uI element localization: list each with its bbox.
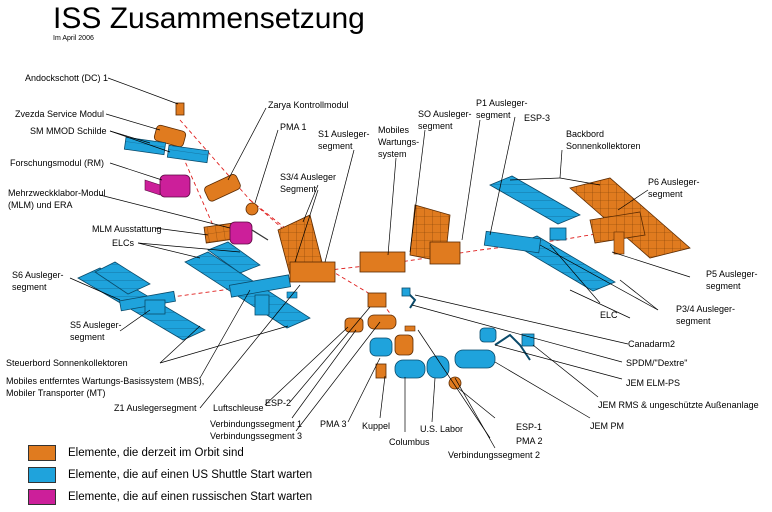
label-p6-2: segment	[648, 189, 683, 199]
label-mobiles-1: Mobiles	[378, 125, 410, 135]
labels: Andockschott (DC) 1 Zvezda Service Modul…	[6, 73, 759, 460]
leader-lines	[69, 77, 691, 449]
label-zvezda: Zvezda Service Modul	[15, 109, 104, 119]
label-p1-1: P1 Ausleger-	[476, 98, 528, 108]
label-us-labor: U.S. Labor	[420, 424, 463, 434]
label-kuppel: Kuppel	[362, 421, 390, 431]
legend-item-orbit: Elemente, die derzeit im Orbit sind	[28, 443, 244, 463]
label-p5-2: segment	[706, 281, 741, 291]
label-s6-2: segment	[12, 282, 47, 292]
legend-label-orbit: Elemente, die derzeit im Orbit sind	[68, 447, 244, 459]
label-verbindung3: Verbindungssegment 3	[210, 431, 302, 441]
label-columbus: Columbus	[389, 437, 430, 447]
label-canadarm2: Canadarm2	[628, 339, 675, 349]
diagram-title: ISS Zusammensetzung	[53, 2, 365, 35]
central-truss	[277, 204, 462, 390]
legend-label-us-shuttle: Elemente, die auf einen US Shuttle Start…	[68, 469, 313, 481]
label-p1-2: segment	[476, 110, 511, 120]
label-andockschott: Andockschott (DC) 1	[25, 73, 108, 83]
diagram-subtitle: Im April 2006	[53, 35, 94, 42]
p6-solar-arrays	[569, 177, 691, 259]
label-elc: ELC	[600, 310, 618, 320]
label-verbindung2: Verbindungssegment 2	[448, 450, 540, 460]
us-modules	[286, 287, 535, 379]
label-s6-1: S6 Ausleger-	[12, 270, 64, 280]
label-s5-2: segment	[70, 332, 105, 342]
label-s1-1: S1 Ausleger-	[318, 129, 370, 139]
label-mbs-2: Mobiler Transporter (MT)	[6, 388, 106, 398]
label-p6-1: P6 Ausleger-	[648, 177, 700, 187]
label-s1-2: segment	[318, 141, 353, 151]
label-z1: Z1 Auslegersegment	[114, 403, 197, 413]
label-elcs: ELCs	[112, 238, 135, 248]
label-esp1: ESP-1	[516, 422, 542, 432]
label-mlm-ausstattung: MLM Ausstattung	[92, 224, 162, 234]
label-backbord-1: Backbord	[566, 129, 604, 139]
label-backbord-2: Sonnenkollektoren	[566, 141, 641, 151]
label-sm-mmod: SM MMOD Schilde	[30, 126, 107, 136]
legend-swatch-russian	[28, 489, 56, 505]
russian-segment	[123, 102, 269, 245]
label-luftschleuse: Luftschleuse	[213, 403, 264, 413]
label-mbs-1: Mobiles entferntes Wartungs-Basissystem …	[6, 376, 204, 386]
label-pma3: PMA 3	[320, 419, 347, 429]
label-so-1: SO Ausleger-	[418, 109, 472, 119]
label-p34-2: segment	[676, 316, 711, 326]
legend-item-us-shuttle: Elemente, die auf einen US Shuttle Start…	[28, 465, 312, 485]
label-mlm-1: Mehrzweckklabor-Modul	[8, 188, 106, 198]
label-zarya: Zarya Kontrollmodul	[268, 100, 349, 110]
label-s34-2: Segment	[280, 184, 317, 194]
label-forschungsmodul: Forschungsmodul (RM)	[10, 158, 104, 168]
label-steuerbord: Steuerbord Sonnenkollektoren	[6, 358, 128, 368]
label-pma2: PMA 2	[516, 436, 543, 446]
label-esp3: ESP-3	[524, 113, 550, 123]
label-p34-1: P3/4 Ausleger-	[676, 304, 735, 314]
label-mlm-2: (MLM) und ERA	[8, 200, 73, 210]
label-s34-1: S3/4 Ausleger	[280, 172, 336, 182]
label-s5-1: S5 Ausleger-	[70, 320, 122, 330]
legend-swatch-us-shuttle	[28, 467, 56, 483]
legend-swatch-orbit	[28, 445, 56, 461]
legend-item-russian: Elemente, die auf einen russischen Start…	[28, 487, 312, 507]
label-esp2: ESP-2	[265, 398, 291, 408]
label-mobiles-2: Wartungs-	[378, 137, 419, 147]
label-jem-rms: JEM RMS & ungeschützte Außenanlage	[598, 400, 759, 410]
label-pma1: PMA 1	[280, 122, 307, 132]
s6-s5-truss	[119, 274, 292, 316]
label-mobiles-3: system	[378, 149, 407, 159]
legend-label-russian: Elemente, die auf einen russischen Start…	[68, 491, 313, 503]
label-spdm: SPDM/"Dextre"	[626, 358, 687, 368]
label-verbindung1: Verbindungssegment 1	[210, 419, 302, 429]
label-p5-1: P5 Ausleger-	[706, 269, 758, 279]
label-jem-elm: JEM ELM-PS	[626, 378, 680, 388]
label-jem-pm: JEM PM	[590, 421, 624, 431]
label-so-2: segment	[418, 121, 453, 131]
